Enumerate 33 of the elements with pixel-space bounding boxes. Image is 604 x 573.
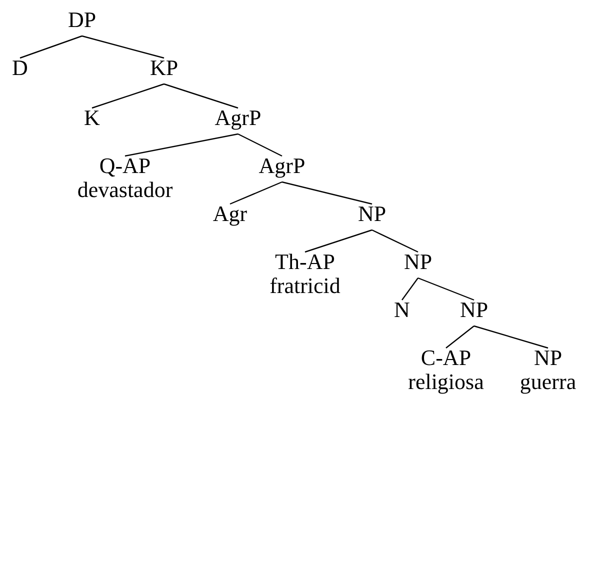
category-label: NP — [460, 298, 488, 322]
category-label: Th-AP — [274, 250, 336, 274]
tree-branch — [164, 83, 238, 109]
category-label: Agr — [212, 202, 248, 226]
category-label: AgrP — [214, 106, 262, 130]
tree-branch — [92, 83, 164, 109]
word-label: guerra — [520, 370, 576, 394]
tree-branch — [402, 278, 418, 300]
tree-branch — [418, 277, 474, 301]
tree-branch — [304, 229, 372, 253]
category-label: D — [12, 56, 28, 80]
tree-branch — [446, 326, 474, 348]
tree-branch — [238, 133, 282, 157]
category-label: C-AP — [420, 346, 472, 370]
category-label: NP — [532, 346, 564, 370]
tree-branch — [474, 325, 548, 349]
tree-branch — [230, 181, 282, 205]
word-label: religiosa — [408, 370, 484, 394]
category-label: K — [84, 106, 100, 130]
category-label: Q-AP — [98, 154, 152, 178]
word-label: devastador — [77, 178, 173, 202]
tree-branch — [282, 181, 372, 205]
tree-branch — [82, 35, 164, 59]
category-label: NP — [358, 202, 386, 226]
category-label: N — [394, 298, 410, 322]
category-label: AgrP — [258, 154, 306, 178]
category-label: NP — [404, 250, 432, 274]
tree-branch — [20, 35, 82, 59]
tree-branch — [124, 133, 238, 157]
word-label: fratricid — [270, 274, 340, 298]
category-label: KP — [150, 56, 178, 80]
tree-branch — [372, 229, 418, 253]
category-label: DP — [68, 8, 96, 32]
